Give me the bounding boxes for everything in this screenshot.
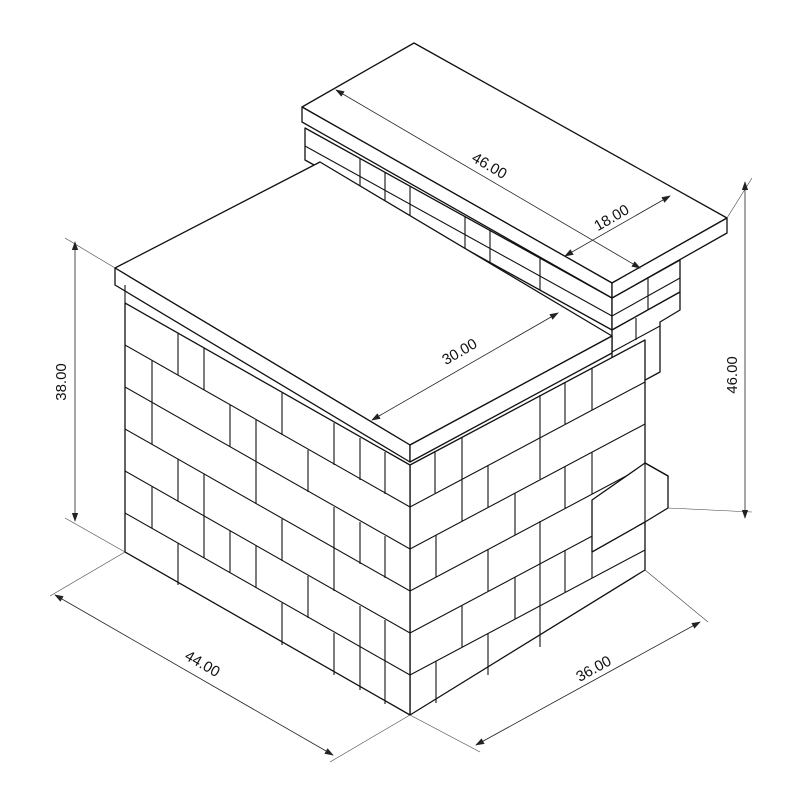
height-label: 38.00	[53, 363, 70, 401]
top-width-dimension-line	[564, 195, 671, 257]
total-height-label: 46.00	[724, 356, 741, 394]
width-label: 44.00	[182, 647, 223, 680]
width-dimension-line	[54, 594, 334, 756]
bar-cap-side-edge	[611, 217, 728, 299]
body-right-face	[409, 339, 669, 716]
right-wall-bricks	[409, 368, 646, 703]
counter-depth-dimension-line	[371, 312, 559, 421]
dimension-lines	[49, 89, 753, 763]
depth-dimension-line	[475, 621, 701, 746]
